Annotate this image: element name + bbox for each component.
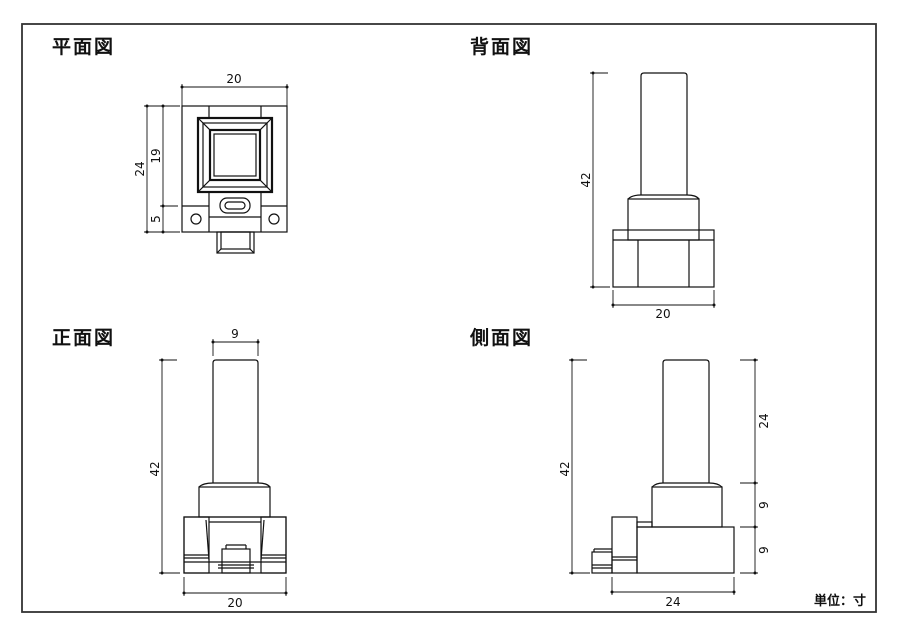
plan-dim-depth-tab-label: 5 (149, 215, 163, 223)
back-dim-height-label: 42 (579, 172, 593, 187)
back-body (612, 72, 715, 288)
plan-body (181, 105, 288, 254)
plan-screw-hole-left (190, 213, 202, 225)
side-dim-height: 42 (558, 358, 590, 575)
back-view: 背面図 42 20 (470, 35, 716, 321)
front-dim-stem: 9 (211, 327, 260, 356)
front-view: 正面図 9 (52, 327, 288, 610)
plan-dim-depth-total-label: 24 (133, 161, 147, 176)
front-body (183, 359, 287, 574)
plan-screw-hole-right (268, 213, 280, 225)
side-dim-stem-label: 24 (757, 413, 771, 428)
front-dim-width-label: 20 (227, 596, 242, 610)
back-dim-height: 42 (579, 71, 610, 289)
plan-dim-width: 20 (180, 72, 289, 106)
front-dim-width: 20 (182, 577, 288, 610)
side-dim-height-label: 42 (558, 461, 572, 476)
drawing-frame (21, 23, 877, 613)
side-dim-collar-label: 9 (757, 501, 771, 509)
side-view-title: 側面図 (469, 327, 533, 349)
plan-view-title: 平面図 (52, 36, 115, 58)
side-body (591, 359, 735, 574)
unit-label: 単位：寸 (814, 593, 866, 609)
front-dim-height-label: 42 (148, 461, 162, 476)
plan-dim-width-label: 20 (226, 72, 241, 86)
side-dim-base-label: 9 (757, 546, 771, 554)
back-dim-width: 20 (611, 290, 716, 321)
side-dim-depth: 24 (610, 577, 736, 609)
plan-view: 平面図 20 24 19 5 (52, 36, 289, 254)
side-view: 側面図 42 (469, 327, 771, 609)
side-dim-segments: 24 9 9 (740, 358, 771, 575)
plan-dim-depth-main-label: 19 (149, 148, 163, 163)
side-dim-depth-label: 24 (665, 595, 680, 609)
back-dim-width-label: 20 (655, 307, 670, 321)
front-dim-stem-label: 9 (231, 327, 239, 341)
front-view-title: 正面図 (52, 327, 115, 349)
front-dim-height: 42 (148, 358, 180, 575)
back-view-title: 背面図 (470, 35, 533, 58)
plan-dim-depth: 24 19 5 (133, 104, 180, 234)
